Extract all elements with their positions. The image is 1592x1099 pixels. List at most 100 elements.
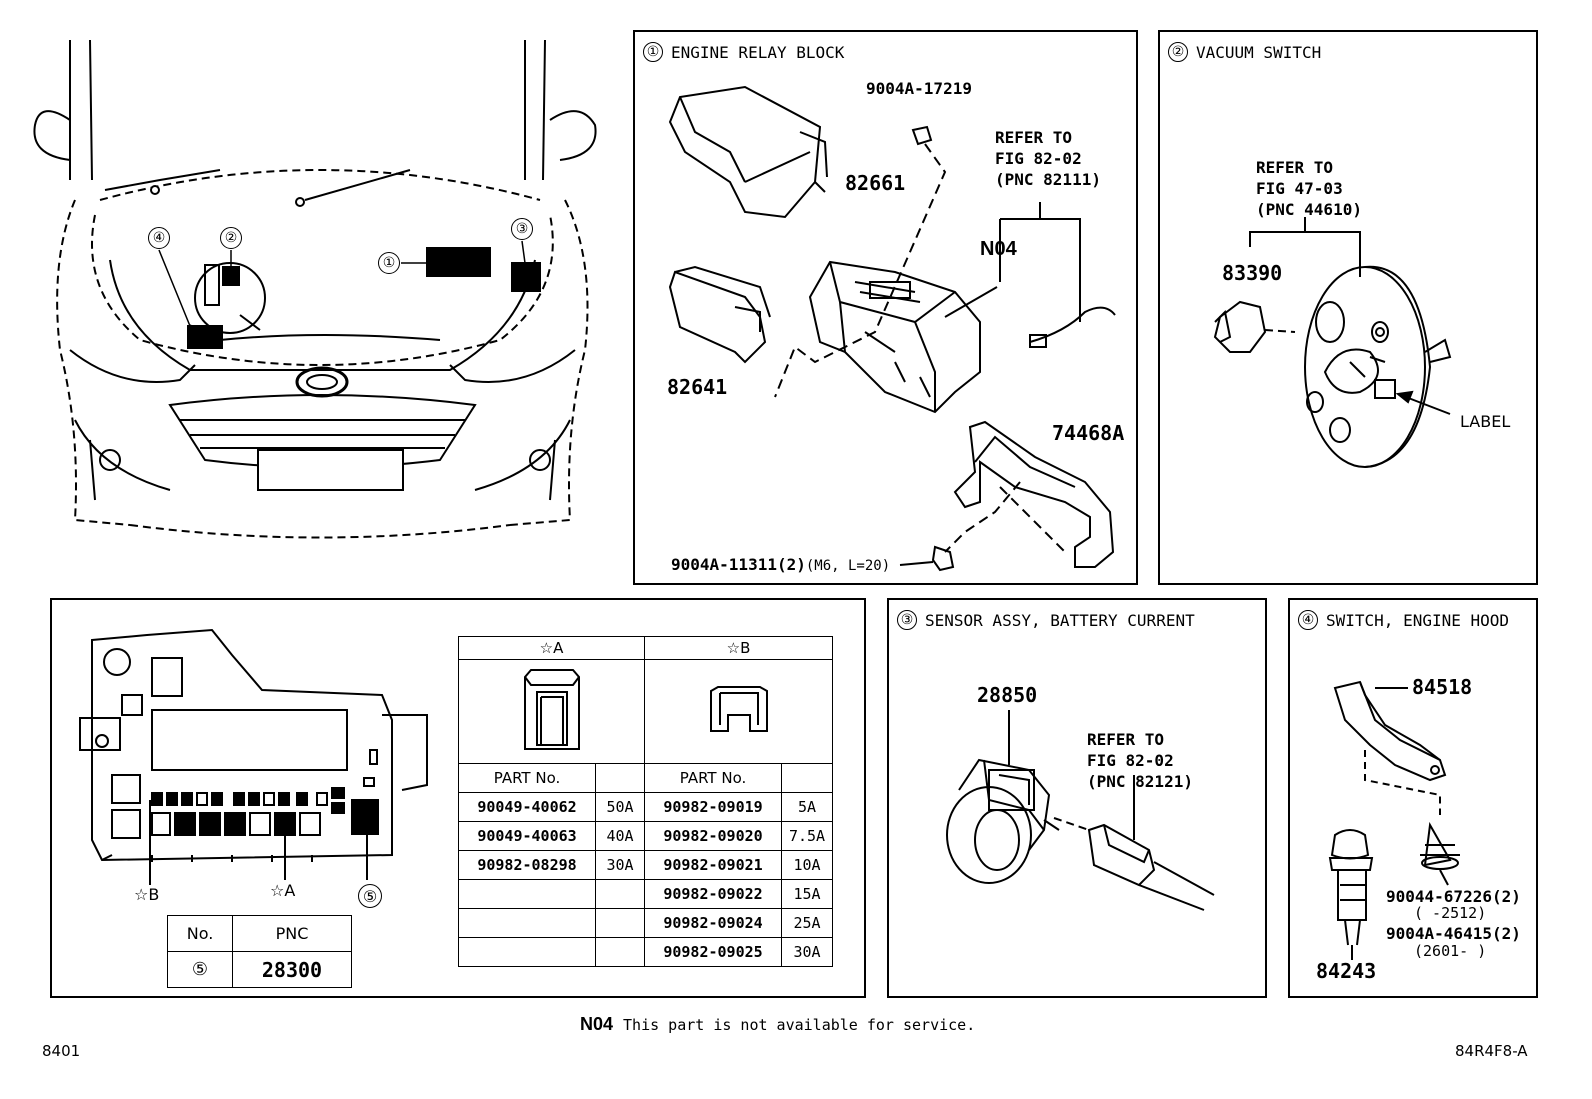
b-part: 90982-09024: [644, 908, 782, 938]
b-amp: 25A: [781, 908, 833, 938]
callout-4: ④: [148, 227, 170, 249]
callout-2: ②: [220, 227, 242, 249]
label-callout: LABEL: [1460, 412, 1511, 431]
part-note: (M6, L=20): [805, 558, 891, 574]
footer-n04: N04: [580, 1014, 614, 1034]
fuse-a-icon: [523, 668, 580, 750]
part-9004A-17219: 9004A-17219: [866, 79, 972, 98]
vehicle-overview: ④ ② ① ③: [20, 30, 620, 590]
panel-switch-engine-hood: ④ SWITCH, ENGINE HOOD 84518 84243 90044-…: [1288, 598, 1538, 998]
part-84518: 84518: [1412, 675, 1473, 699]
a-amp: 50A: [595, 792, 645, 822]
b-part: 90982-09025: [644, 937, 782, 967]
a-amp: 30A: [595, 850, 645, 880]
part-84243: 84243: [1316, 959, 1377, 983]
refer-line: (PNC 44610): [1256, 199, 1362, 219]
panel-title: ① ENGINE RELAY BLOCK: [643, 42, 844, 62]
a-part: [458, 908, 596, 938]
panel-title-text: VACUUM SWITCH: [1196, 42, 1322, 62]
fuse-b-icon: [709, 685, 768, 732]
panel-sensor-battery-current: ③ SENSOR ASSY, BATTERY CURRENT 28850 REF…: [887, 598, 1267, 998]
star-b-callout: ☆B: [134, 885, 160, 904]
refer-line: FIG 47-03: [1256, 178, 1343, 198]
footer-note: N04 This part is not available for servic…: [580, 1014, 975, 1035]
panel-title-text: SENSOR ASSY, BATTERY CURRENT: [925, 610, 1195, 630]
part-82641: 82641: [667, 375, 728, 399]
a-part: 90049-40063: [458, 821, 596, 851]
a-part: 90049-40062: [458, 792, 596, 822]
refer-line: REFER TO: [995, 128, 1073, 147]
battery-sensor-drawing: [889, 600, 1269, 1000]
panel-title: ② VACUUM SWITCH: [1168, 42, 1321, 62]
panel-number: ④: [1298, 610, 1318, 630]
fuse-row: 90049-40063 40A 90982-09020 7.5A: [458, 821, 833, 851]
refer-line: (PNC 82111): [995, 169, 1101, 189]
panel-title: ③ SENSOR ASSY, BATTERY CURRENT: [897, 610, 1195, 630]
pnc-header-pnc: PNC: [232, 915, 352, 952]
refer-line: FIG 82-02: [1087, 750, 1174, 770]
a-part: [458, 879, 596, 909]
part-90044-67226-note: ( -2512): [1414, 904, 1487, 922]
panel-fuse-box: ☆B ☆A ⑤ No. PNC ⑤ 28300 ☆A ☆B: [50, 598, 866, 998]
a-amp: 40A: [595, 821, 645, 851]
fuse-row: 90049-40062 50A 90982-09019 5A: [458, 792, 833, 822]
part-9004A-46415-note: (2601- ): [1414, 942, 1487, 960]
pnc-row-value: 28300: [232, 951, 352, 988]
part-number: 9004A-11311(2): [671, 555, 806, 574]
b-amp: 30A: [781, 937, 833, 967]
panel-number: ②: [1168, 42, 1188, 62]
b-part-header: PART No.: [644, 763, 782, 793]
callout-1: ①: [378, 252, 400, 274]
star-a-callout: ☆A: [270, 881, 296, 900]
vehicle-front-drawing: [20, 30, 620, 590]
b-amp-header: [781, 763, 833, 793]
a-amp: [595, 937, 645, 967]
fuse-a-illustration: [458, 659, 645, 764]
fuse-row: 90982-09024 25A: [458, 908, 833, 938]
refer-line: (PNC 82121): [1087, 771, 1193, 791]
part-83390: 83390: [1222, 261, 1283, 285]
a-amp: [595, 879, 645, 909]
a-part-header: PART No.: [458, 763, 596, 793]
b-part: 90982-09020: [644, 821, 782, 851]
part-28850: 28850: [977, 683, 1038, 707]
panel-title-text: SWITCH, ENGINE HOOD: [1326, 610, 1510, 630]
part-82661: 82661: [845, 171, 906, 195]
a-part: [458, 937, 596, 967]
panel-engine-relay-block: ① ENGINE RELAY BLOCK: [633, 30, 1138, 585]
refer-line: REFER TO: [1087, 730, 1165, 749]
part-9004A-46415: 9004A-46415(2): [1386, 924, 1521, 943]
b-amp: 15A: [781, 879, 833, 909]
pnc-table: No. PNC ⑤ 28300: [167, 915, 352, 988]
callout-3: ③: [511, 218, 533, 240]
part-74468A: 74468A: [1052, 421, 1125, 445]
b-part: 90982-09019: [644, 792, 782, 822]
fuse-table: ☆A ☆B PART No. PART No.: [458, 636, 833, 967]
footer-right-code: 84R4F8-A: [1455, 1042, 1528, 1060]
b-part: 90982-09021: [644, 850, 782, 880]
part-9004A-11311: 9004A-11311(2)(M6, L=20): [671, 556, 890, 574]
panel-number: ①: [643, 42, 663, 62]
panel-number: ③: [897, 610, 917, 630]
fuse-row: 90982-09025 30A: [458, 937, 833, 967]
refer-line: REFER TO: [1256, 158, 1334, 177]
col-header-star-a: ☆A: [458, 636, 645, 660]
panel-title-text: ENGINE RELAY BLOCK: [671, 42, 845, 62]
a-part: 90982-08298: [458, 850, 596, 880]
part-N04: N04: [980, 238, 1017, 260]
callout-5: ⑤: [358, 884, 382, 908]
fuse-b-illustration: [644, 659, 833, 764]
fuse-row: 90982-09022 15A: [458, 879, 833, 909]
footer-note-text: This part is not available for service.: [623, 1016, 976, 1034]
fuse-row: 90982-08298 30A 90982-09021 10A: [458, 850, 833, 880]
a-amp: [595, 908, 645, 938]
pnc-header-no: No.: [167, 915, 233, 952]
b-amp: 10A: [781, 850, 833, 880]
footer-left-code: 8401: [42, 1042, 81, 1060]
fuse-box-drawing: [52, 600, 452, 1000]
a-amp-header: [595, 763, 645, 793]
